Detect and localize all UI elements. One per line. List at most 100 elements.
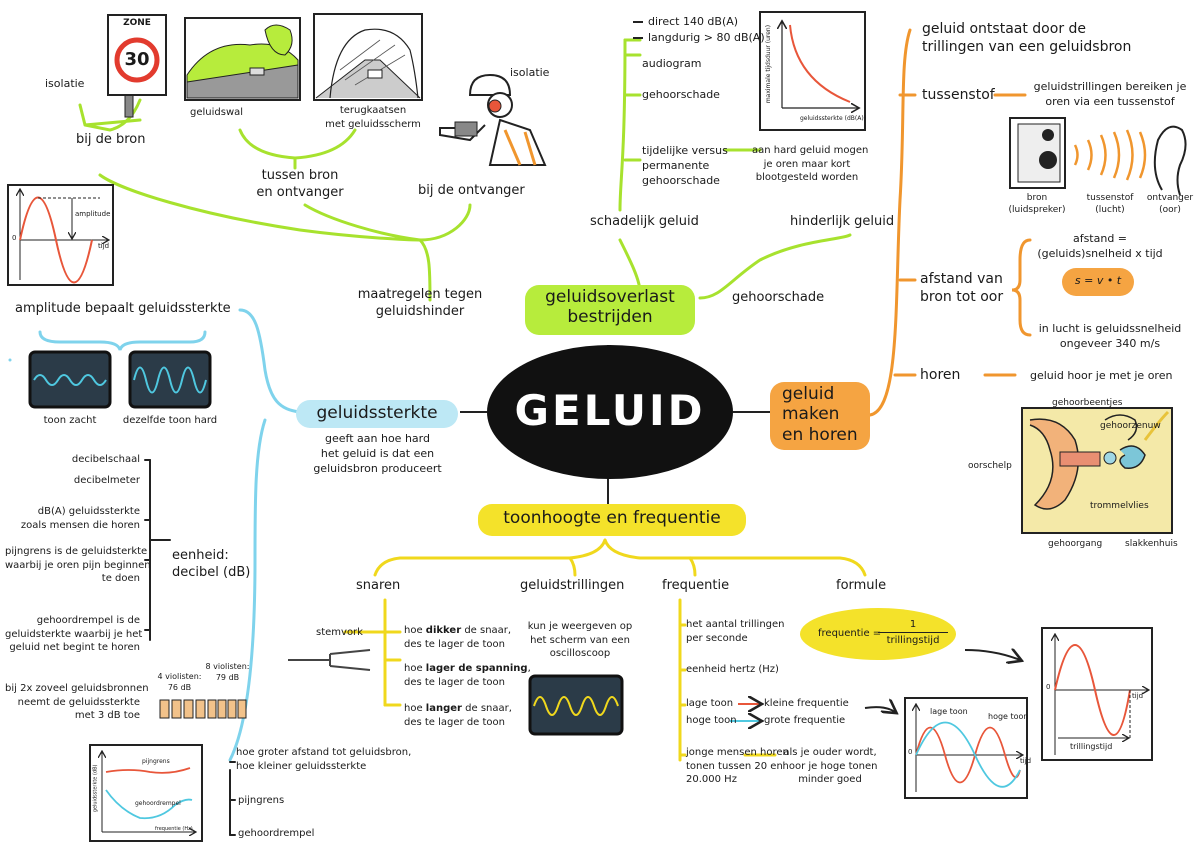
amplitude-graph [7,184,114,286]
trillingen-label: geluidstrillingen [520,578,625,593]
bestrijden-highlight [525,285,695,335]
hertz-label: eenheid hertz (Hz) [686,664,779,675]
graph-tone-tijd: tijd [1020,757,1032,765]
horen-desc: geluid hoor je met je oren [1030,369,1173,382]
isolatie-left: isolatie [45,77,85,90]
formule-lhs: frequentie = [818,628,882,639]
ear-trommelvlies: trommelvlies [1090,501,1149,511]
vio4-label: 4 violisten:76 dB [157,672,202,692]
lager-desc: hoe lager de spanning, des te lager de t… [404,663,531,688]
period-graph [1041,627,1153,761]
ear-oorschelp: oorschelp [968,461,1012,471]
violinists-illustration [159,699,247,719]
eenheid-label: eenheid:decibel (dB) [172,548,251,580]
ear-gehoorgang: gehoorgang [1048,539,1103,549]
sterkte-highlight [296,400,458,428]
center-title: GELUID [514,386,706,435]
kleine-label: kleine frequentie [764,698,849,709]
schadelijk-label: schadelijk geluid [590,214,699,229]
db-graph-ylabel: maximale tijdsduur (uren) [765,24,773,104]
ontvanger-caption: ontvanger(oor) [1146,193,1194,216]
ear-anatomy-illustration [1021,407,1173,534]
groter-label: hoe groter afstand tot geluidsbron,hoe k… [236,747,412,772]
bij-de-ontvanger-label: bij de ontvanger [418,183,525,198]
blue-inner-lines [144,459,236,836]
svt-formula: s = v • t [1074,274,1122,287]
worker-illustration [429,61,549,169]
lage-toon-label: lage toon [686,698,734,709]
gehoorschade-small: gehoorschade [642,88,720,101]
toon-zacht-label: toon zacht [43,415,97,426]
gehoorschade-label: gehoorschade [732,290,825,305]
threshold-ylabel: geluidssterkte (dB) [92,764,99,813]
scope-hard [128,350,212,409]
graph-period-zero: 0 [1046,683,1051,691]
frequentie-label: frequentie [662,578,730,593]
amplitude-label: amplitude bepaalt geluidssterkte [15,301,231,316]
frequency-arrows [730,650,1020,721]
formule-label: formule [836,578,887,593]
center-ellipse [487,345,733,479]
tuning-fork-illustration [288,649,371,671]
sterkte-title: geluidssterkte [316,403,438,423]
scope-trillingen [528,674,624,736]
threshold-graph [89,744,203,842]
graph-lage-toon: lage toon [930,707,968,716]
maken-highlight [770,382,870,450]
vio8-label: 8 violisten:79 dB [205,662,250,682]
graph-hoge-toon: hoge toon [988,712,1029,721]
langdurig-label: langdurig > 80 dB(A) [648,31,765,44]
threshold-drempel: gehoordrempel [135,800,181,807]
ear-slakkenhuis: slakkenhuis [1125,539,1178,549]
stof-caption: tussenstof(lucht) [1086,193,1134,216]
audiogram-label: audiogram [642,57,702,70]
scope-soft [28,350,112,409]
graph-tone-zero: 0 [908,748,913,756]
threshold-pijngrens: pijngrens [142,758,170,765]
dikker-desc: hoe dikker de snaar, des te lager de too… [404,625,512,650]
decibel-duration-graph [759,11,866,131]
graph-period-tijd: tijd [1132,692,1144,700]
grote-label: grote frequentie [764,715,846,726]
sign-zone: ZONE [123,18,151,28]
yellow-branch-lines [343,538,867,762]
tussenstof-label: tussenstof [922,87,995,103]
speaker-illustration [1009,117,1187,196]
tone-comparison-graph [904,697,1028,799]
toonhoogte-highlight [478,504,746,536]
db-markers [633,21,643,39]
amplitude-graph-tijd: tijd [98,242,110,250]
geluidswal-label: geluidswal [190,107,244,118]
langer-desc: hoe langer de snaar, des te lager de too… [404,703,512,728]
ear-gehoorzenuw: gehoorzenuw [1100,421,1161,431]
decibelschaal-label: decibelschaal [71,454,140,465]
geluidswal-illustration [184,17,301,101]
formula-pill [800,608,956,660]
amplitude-graph-label: amplitude [75,210,111,218]
afstand-formula: afstand =(geluids)snelheid x tijd [1037,232,1163,260]
hinderlijk-label: hinderlijk geluid [790,214,895,229]
gehoordrempel-label: gehoordrempel [238,828,315,839]
hoge-toon-label: hoge toon [686,715,737,726]
bron-caption: bron(luidspreker) [1008,193,1066,216]
orange-branch-lines [868,28,1032,417]
amplitude-graph-zero: 0 [12,234,17,242]
pijngrens-label: pijngrens [238,795,285,806]
stemvork-label: stemvork [316,627,363,638]
